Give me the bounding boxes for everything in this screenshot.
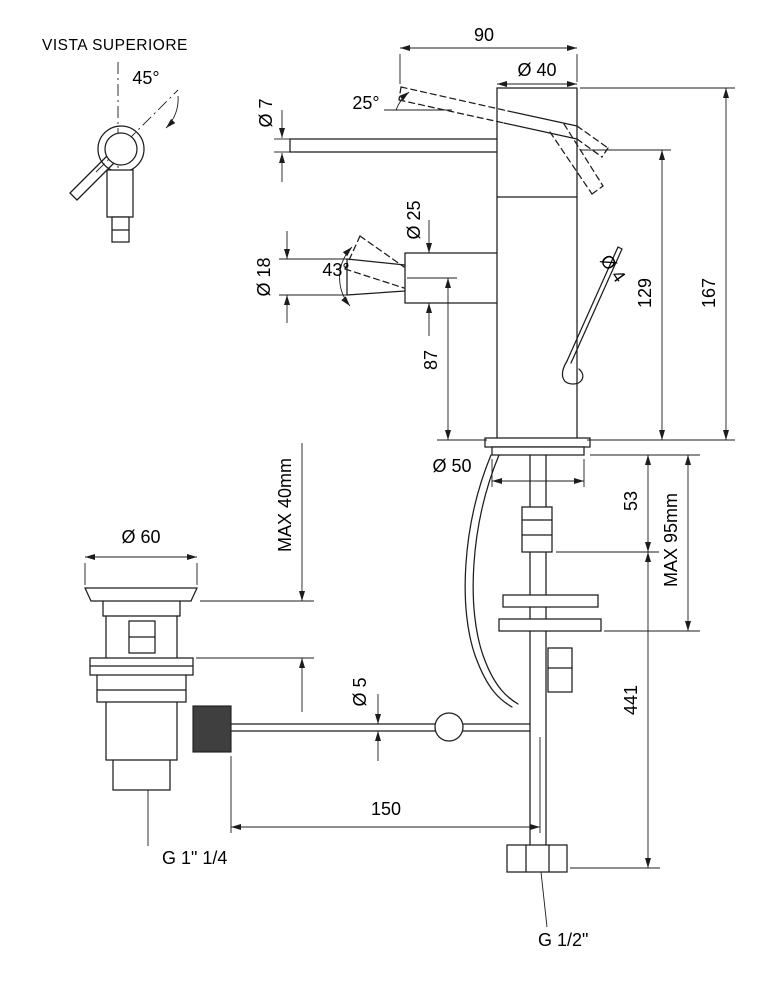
rod-guide-block [547, 647, 573, 693]
dim-label-43deg: 43° [322, 260, 349, 280]
drain-tailpiece [112, 759, 171, 791]
dim-label-90: 90 [474, 25, 494, 45]
mounting-stud-block [521, 506, 553, 553]
dimension-annotations: 90 Ø 40 Ø 7 25° Ø 25 Ø 18 43° Ø 4 129 [84, 25, 735, 950]
flexible-hose [464, 454, 519, 708]
dim-label-53: 53 [621, 491, 641, 511]
top-view-title: VISTA SUPERIORE [42, 37, 188, 54]
dim-label-45deg: 45° [132, 68, 159, 88]
dim-label-max95: MAX 95mm [661, 493, 681, 587]
top-view-handle [69, 150, 120, 201]
base-flange [484, 437, 591, 456]
mounting-nut-plate [498, 618, 602, 632]
dim-label-d50: Ø 50 [432, 456, 471, 476]
hex-nut [506, 844, 568, 873]
dim-label-d40: Ø 40 [517, 60, 556, 80]
dim-label-167: 167 [699, 278, 719, 308]
dim-label-25deg: 25° [352, 93, 379, 113]
ball-joint [434, 712, 464, 742]
popup-rod [561, 246, 623, 385]
drain-top-flange [84, 587, 198, 617]
faucet-front-view [289, 86, 623, 928]
outlet-tube [404, 252, 498, 304]
drain-assembly [84, 587, 531, 846]
top-view-centerline-45 [95, 89, 179, 173]
dim-label-d60: Ø 60 [121, 527, 160, 547]
dim-label-441: 441 [621, 685, 641, 715]
dim-label-129: 129 [635, 278, 655, 308]
mounting-washer-plate [502, 594, 599, 608]
dim-label-150: 150 [371, 799, 401, 819]
rotation-arrow [165, 95, 179, 129]
top-view-spout [106, 169, 134, 218]
dim-label-d7: Ø 7 [256, 98, 276, 127]
top-view-cap-circle [104, 132, 138, 166]
dim-label-max40: MAX 40mm [275, 458, 295, 552]
drain-thread-label: G 1" 1/4 [162, 848, 227, 868]
dim-label-87: 87 [421, 350, 441, 370]
faucet-body [496, 87, 578, 441]
linkage-rod [230, 723, 531, 732]
handle-lowered-position [549, 123, 604, 195]
dim-label-d25: Ø 25 [404, 200, 424, 239]
aerator [344, 235, 406, 296]
handle-raised-position [398, 86, 609, 158]
dim-label-d5: Ø 5 [350, 677, 370, 706]
top-view-drawing: VISTA SUPERIORE 45° [42, 37, 188, 243]
drain-body [89, 615, 194, 761]
supply-thread-leader [540, 871, 548, 928]
dim-label-d18: Ø 18 [254, 257, 274, 296]
supply-thread-label: G 1/2" [538, 930, 588, 950]
dim-label-d4: Ø 4 [596, 251, 629, 286]
knurled-nut [192, 705, 232, 753]
lever-rod [289, 138, 498, 153]
